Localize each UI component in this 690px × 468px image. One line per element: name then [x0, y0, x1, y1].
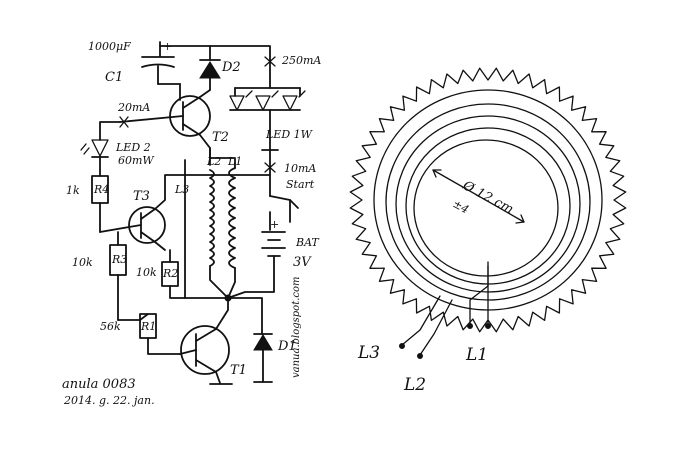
t2-label: T2 — [212, 130, 229, 145]
current-250-label: 250mA — [281, 54, 321, 67]
r2-value-label: 10k — [136, 266, 157, 279]
r4-name-label: R4 — [93, 183, 109, 196]
signature-line2: 2014. g. 22. jan. — [63, 394, 155, 407]
t3-label: T3 — [133, 189, 150, 204]
coil-diameter-label: Ø 12 cm — [459, 178, 516, 218]
bat-name-label: BAT — [295, 236, 320, 249]
resistor-r1 — [117, 313, 181, 355]
resistor-r4 — [91, 175, 109, 233]
coil-turns-label: ±4 — [451, 197, 471, 216]
led-2 — [80, 121, 121, 177]
zigzag-path — [349, 67, 627, 333]
transistor-t2 — [119, 89, 211, 166]
coil-windings — [184, 147, 236, 302]
coil-spiral — [349, 67, 627, 359]
resistor-r2 — [161, 249, 229, 299]
r2-name-label: R2 — [162, 267, 178, 280]
c1-plus-label: + — [163, 40, 172, 53]
coil-l3-label: L3 — [174, 183, 189, 196]
led-1w-array — [229, 87, 306, 151]
r3-name-label: R3 — [111, 253, 127, 266]
led-1w-label: LED 1W — [265, 128, 314, 141]
coil-l2-label: L2 — [206, 155, 221, 168]
start-switch-battery — [227, 149, 299, 299]
coil-lead-l3: L3 — [357, 343, 380, 363]
r1-name-label: R1 — [140, 320, 156, 333]
blog-url-label: vanua.blogspot.com — [291, 276, 302, 378]
diode-d1 — [227, 297, 273, 383]
coil-l1-label: L1 — [227, 155, 242, 168]
d1-label: D1 — [277, 339, 297, 354]
coil-lead-l1: L1 — [465, 345, 488, 365]
c1-value-label: 1000μF — [88, 40, 131, 53]
coil-lead-l2: L2 — [403, 375, 426, 395]
resistor-r3 — [109, 231, 127, 321]
c1-name-label: C1 — [105, 70, 123, 85]
zigzag-outer-winding — [349, 67, 627, 333]
bat-voltage-label: 3V — [293, 255, 312, 270]
transistor-t1 — [179, 297, 233, 385]
diameter-arrow — [432, 169, 525, 224]
bat-plus-label: + — [270, 218, 279, 231]
r4-value-label: 1k — [66, 184, 80, 197]
current-20-label: 20mA — [117, 101, 150, 114]
diode-d2 — [199, 59, 221, 91]
r3-value-label: 10k — [72, 256, 93, 269]
signature-line1: anula 0083 — [62, 377, 136, 392]
current-10-label: 10mA — [284, 162, 316, 175]
start-label: Start — [286, 178, 315, 191]
led2-name-label: LED 2 — [115, 141, 151, 154]
transistor-t3 — [99, 174, 271, 251]
r1-value-label: 56k — [100, 320, 121, 333]
led2-power-label: 60mW — [118, 154, 155, 167]
current-marker-20 — [119, 116, 129, 128]
d2-label: D2 — [221, 60, 241, 75]
capacitor-c1 — [141, 45, 181, 101]
t1-label: T1 — [230, 363, 247, 378]
current-marker-250 — [264, 56, 276, 67]
top-rail — [159, 41, 271, 89]
